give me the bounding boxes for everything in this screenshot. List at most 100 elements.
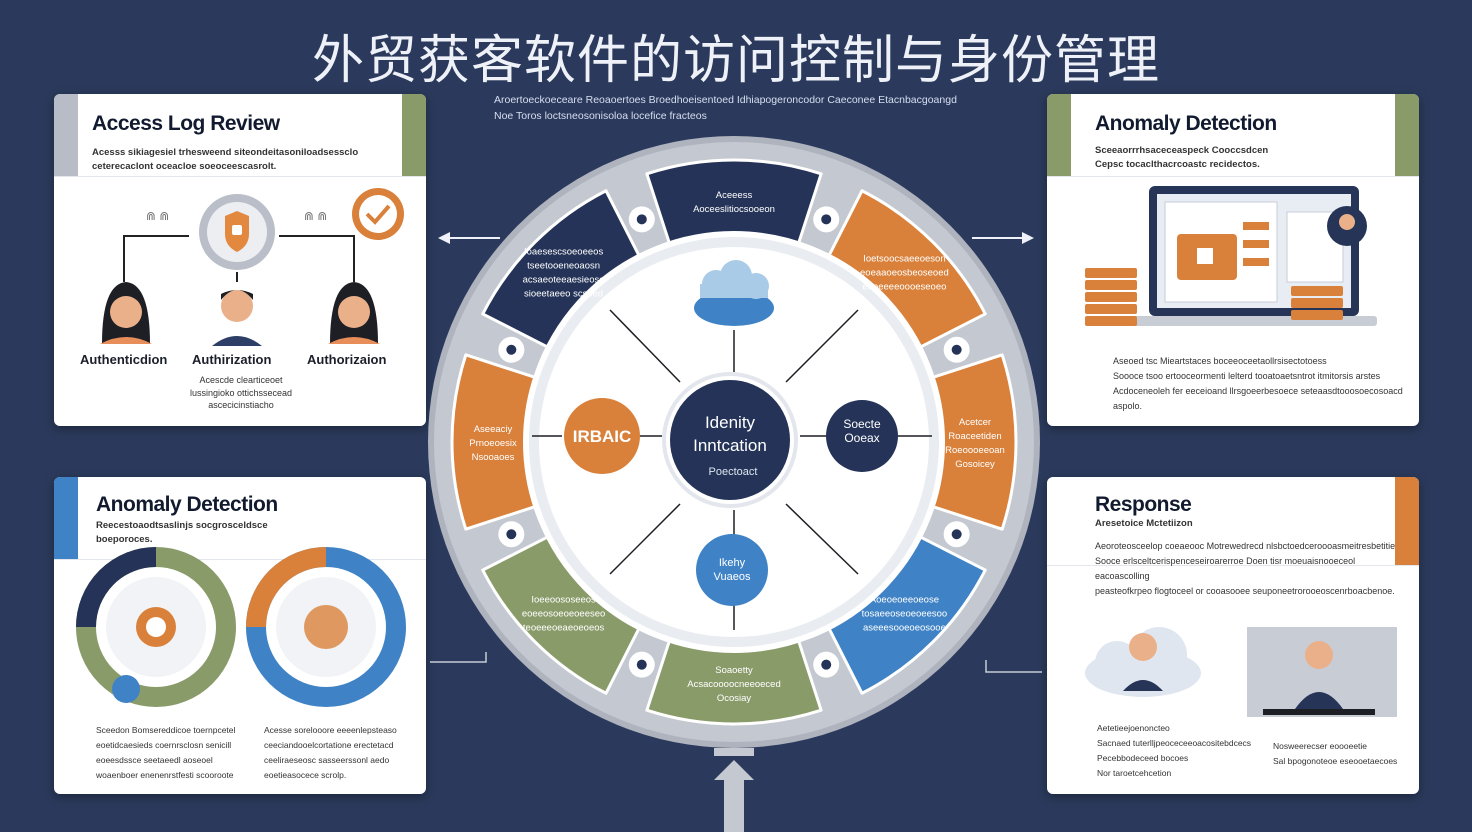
col-line: eoeesdssce seetaeedl aoseoel [96,755,213,765]
desc-line: boeporoces. [96,534,153,545]
ring-graphic-right [246,547,406,707]
segment-label: Roeoooeeoan [945,445,1005,456]
decor-glyph-icon: ⋒ ⋒ [146,209,169,223]
segment-label: Roaceetiden [948,431,1001,442]
link-node-icon [498,521,525,548]
card-title: Access Log Review [92,112,280,135]
segment-label: eooeeeeoooeseoeo [862,282,946,293]
segment-label: Soaoetty [715,665,753,676]
col-text: Sceedon Bomsereddicoe toernpcetel eoetid… [96,723,236,783]
col-line: woaenboer enenenrstfesti scooroote [96,770,234,780]
check-badge-icon [352,188,404,240]
card-description: Aeoroteosceelop coeaeooc Motrewedrecd nl… [1095,539,1405,599]
link-node-icon [628,206,655,233]
auth-sub-line: Acescde clearticeoet [199,375,283,385]
inner-connectors [532,309,932,630]
segment-label: teoeeeoeaeoeoeos [523,622,605,633]
link-node-dot [951,344,962,355]
monitor-illustration [1085,186,1377,326]
decor-glyph-icon: ⋒ ⋒ [304,209,327,223]
card-tab-green [402,94,426,176]
header-note-line: Noe Toros loctsneosonisoloa locefice fra… [494,110,707,122]
user-male-icon [212,290,262,346]
desc-line: Aeoroteosceelop coeaeooc Motrewedrecd nl… [1095,541,1396,551]
body-line: Soooce tsoo ertooceormenti lelterd tooat… [1113,371,1381,381]
secure-node [826,400,898,472]
card-tab-orange [1395,477,1419,565]
shield-badge-icon [199,194,275,270]
link-node-icon [628,651,655,678]
secure-label: Ooeax [844,431,879,445]
card-header [54,94,426,177]
desc-line: peasteofkrpeo flogtoceel or cooasooee se… [1095,586,1395,596]
likely-node [696,534,768,606]
user-female-icon [328,282,380,344]
body-line: Acdoceneoleh fer eeceioand llrsgoeerbeso… [1113,386,1403,396]
identity-hub-title: Idenity [705,413,756,432]
segment-label: tosaeeoseoeoeesoo [862,608,948,619]
cloud-icon [694,260,774,326]
access-log-card: Access Log Review Acesss sikiagesiel trh… [54,94,426,426]
link-node-icon [498,336,525,363]
cloud-user-icon [1085,627,1201,697]
response-card: Response Aresetoice Mctetiizon Aeoroteos… [1047,477,1419,794]
card-tab-green [1047,94,1071,176]
server-stack-icon [1291,286,1343,320]
card-tab-green [1395,94,1419,176]
user-female-icon [100,282,152,344]
response-illustration [1085,627,1397,717]
segment-top-left [481,189,645,353]
anomaly-detection-card-bottom: Anomaly Detection Reecestoaodtsaslinjs s… [54,477,426,794]
link-node-dot [636,659,647,670]
identity-hub-title: Inntcation [693,436,767,455]
segment-label: sioeetaeeo scsoed [524,289,603,300]
segment-bottom-left [481,531,645,695]
rbac-node [564,398,640,474]
link-node-dot [821,214,832,225]
segment-label: Nsooaoes [472,452,515,463]
segment-right [922,353,1018,531]
bottom-pointer-icon [714,748,754,832]
identity-hub [662,372,798,508]
connector-line [123,235,189,282]
identity-hub-sub: Poectoact [709,466,758,478]
response-list: Aetetieejoenoncteo Sacnaed tuterlljpeoce… [1097,721,1277,781]
likely-label: Ikehy [719,557,746,569]
col-text: Acesse sorelooore eeeenlepsteaso ceecian… [264,723,409,783]
body-line: Aseoed tsc Mieartstaces boceeoceetaollrs… [1113,356,1327,366]
anomaly-detection-card-top: Anomaly Detection Sceeaorrrhsaceceaspeck… [1047,94,1419,426]
card-subtitle: Aresetoice Mctetiizon [1095,518,1193,529]
card-title: Anomaly Detection [1095,112,1277,135]
segment-label: Aoceeslitiocsooeon [693,204,775,215]
auth-label: Authenticdion [80,352,168,367]
auth-label: Authorizaion [307,352,387,367]
segment-label: Gosoicey [955,459,995,470]
desc-line: Cepsc tocaclthacrcoastc recidectos. [1095,159,1260,170]
segment-left [450,353,546,531]
segment-label: Acsacoooocneeoeced [687,679,781,690]
segment-access [645,158,823,254]
auth-sub-line: lussingioko ottichssecead [189,387,293,398]
segment-label: aseeesooeoeosooe [863,622,946,633]
list-item: Nor taroetcehcetion [1097,768,1172,778]
header-note: Aroertoeckoeceare Reoaoertoes Broedhoeis… [494,92,984,124]
link-node-icon [943,336,970,363]
segment-label: Prnoeoesix [469,438,517,449]
link-node-dot [951,529,962,540]
col-line: eoetidcaesieds coernrsclosn senicill [96,740,232,750]
col-line: ceeliraeseosc sasseerssonl aedo [264,755,390,765]
card-header [1047,94,1419,177]
presenter-icon [1247,627,1397,717]
card-header [1047,477,1419,566]
header-note-line: Aroertoeckoeceare Reoaoertoes Broedhoeis… [494,94,957,106]
card-description: Sceeaorrrhsaceceaspeck Cooccsdcen Cepsc … [1095,144,1375,172]
rbac-label: IRBAIC [573,427,632,446]
desc-line: Sooce erlsceltcerispenceseiroarerroe Doe… [1095,556,1356,581]
col-line: Acesse sorelooore eeeenlepsteaso [264,725,397,735]
page-title: 外贸获客软件的访问控制与身份管理 [311,31,1160,91]
link-node-dot [636,214,647,225]
desc-line: Acesss sikiagesiel trhesweend siteondeit… [92,147,359,158]
segment-label: Aceeess [716,190,753,201]
segment-label: Ioeeoososeeos [531,594,596,605]
list-item: Pecebbodeceed bocoes [1097,753,1189,763]
